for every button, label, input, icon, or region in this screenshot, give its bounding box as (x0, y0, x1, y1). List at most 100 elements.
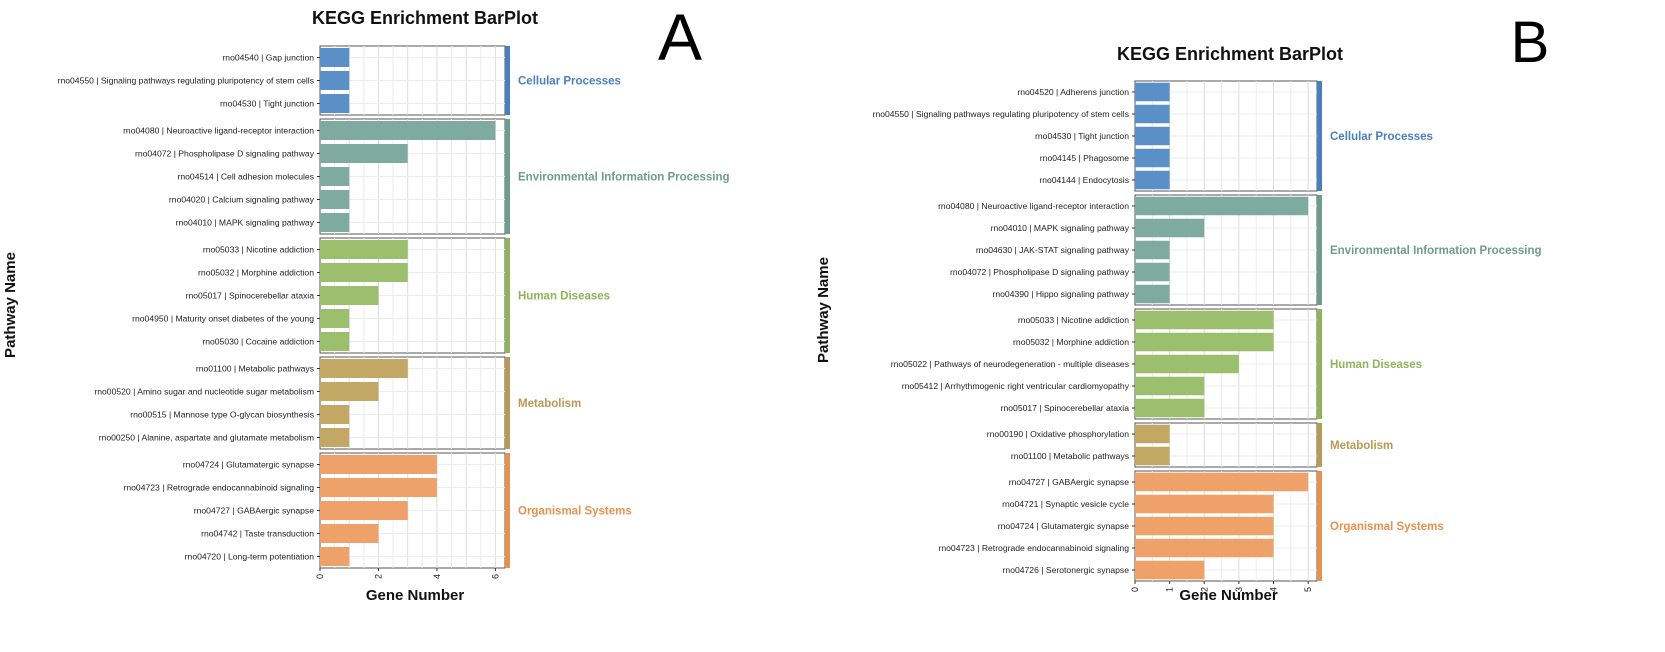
panel-a-category-label: rno04514 | Cell adhesion molecules (178, 172, 314, 182)
panel-a-category-label: rno01100 | Metabolic pathways (196, 364, 314, 374)
panel-b-bar (1135, 240, 1170, 260)
panel-b-xtick-label: 5 (1303, 587, 1313, 592)
panel-a-bar (320, 71, 350, 90)
panel-a-category-label: rno00520 | Amino sugar and nucleotide su… (94, 387, 314, 397)
panel-a-category-label: rno04727 | GABAergic synapse (194, 506, 314, 516)
panel-a-bar (320, 213, 350, 232)
panel-a-category-label: rno00515 | Mannose type O-glycan biosynt… (130, 410, 314, 420)
panel-b-bar (1135, 332, 1274, 352)
panel-a-xlabel: Gene Number (366, 587, 465, 604)
panel-b-bar (1135, 376, 1205, 396)
panel-b-title: KEGG Enrichment BarPlot (1117, 44, 1343, 64)
panel-a-category-label: rno04723 | Retrograde endocannabinoid si… (124, 483, 315, 493)
panel-b-category-label: rno04145 | Phagosome (1040, 153, 1129, 163)
panel-a-bar (320, 286, 379, 305)
panel-a-category-label: rno04724 | Glutamatergic synapse (183, 460, 314, 470)
panel-b-category-label: rno05032 | Morphine addiction (1013, 337, 1129, 347)
panel-a-xtick-label: 2 (373, 574, 383, 579)
panel-b-bar (1135, 148, 1170, 168)
panel-b-xtick-label: 3 (1234, 587, 1244, 592)
panel-b-xtick-label: 4 (1269, 587, 1279, 592)
panel-b-group-label: Environmental Information Processing (1330, 245, 1542, 257)
panel-b-category-label: rno01100 | Metabolic pathways (1011, 451, 1129, 461)
panel-a-group-label: Human Diseases (518, 291, 610, 303)
panel-a-bar (320, 240, 408, 259)
panel-b-category-label: rno04726 | Serotonergic synapse (1003, 565, 1130, 575)
panel-a-bar (320, 359, 408, 378)
panel-b-category-label: rno04630 | JAK-STAT signaling pathway (976, 245, 1130, 255)
panel-a-ylabel: Pathway Name (2, 252, 19, 358)
panel-b-category-label: rno05033 | Nicotine addiction (1018, 315, 1129, 325)
panel-b-xlabel: Gene Number (1179, 587, 1278, 604)
panel-b-group-label: Organismal Systems (1330, 521, 1444, 533)
panel-b-category-label: rno04550 | Signaling pathways regulating… (873, 109, 1129, 119)
panel-b-xtick-label: 2 (1199, 587, 1209, 592)
panel-a-category-label: rno04072 | Phospholipase D signaling pat… (135, 149, 315, 159)
panel-b-bar (1135, 494, 1274, 514)
panel-a-category-label: rno04530 | Tight junction (220, 99, 314, 109)
panel-b-bar (1135, 218, 1205, 238)
panel-a-bar (320, 501, 408, 520)
panel-a-category-label: rno04540 | Gap junction (222, 53, 314, 63)
panel-a-bar (320, 167, 350, 186)
panel-b-group-label: Metabolism (1330, 440, 1393, 452)
panel-b-xtick-label: 0 (1130, 587, 1140, 592)
panel-b-panel-label: B (1511, 10, 1550, 75)
panel-b-category-label: rno04390 | Hippo signaling pathway (993, 289, 1130, 299)
panel-a-group-strip (505, 357, 510, 449)
panel-b-group-strip (1317, 423, 1322, 467)
panel-a-bar (320, 405, 350, 424)
panel-b-bar (1135, 310, 1274, 330)
panel-b-bar (1135, 126, 1170, 146)
panel-a-category-label: rno05033 | Nicotine addiction (203, 245, 314, 255)
panel-a-xtick-label: 0 (315, 574, 325, 579)
panel-a-xtick-label: 4 (432, 574, 442, 579)
panel-a-group-label: Cellular Processes (518, 76, 621, 88)
panel-b-group-label: Cellular Processes (1330, 131, 1433, 143)
panel-a-group-strip (505, 453, 510, 568)
panel-a-group-strip (505, 238, 510, 353)
panel-a-category-label: rno04020 | Calcium signaling pathway (169, 195, 315, 205)
panel-a-category-label: rno04950 | Maturity onset diabetes of th… (132, 314, 314, 324)
panel-b-category-label: rno04080 | Neuroactive ligand-receptor i… (938, 201, 1129, 211)
panel-a-bar (320, 455, 437, 474)
panel-b-bar (1135, 104, 1170, 124)
panel-a-group-strip (505, 46, 510, 115)
panel-a-xtick-label: 6 (490, 574, 500, 579)
panel-a-category-label: rno04720 | Long-term potentiation (185, 552, 315, 562)
panel-b-category-label: rno04520 | Adherens junction (1017, 87, 1129, 97)
panel-a-category-label: rno04742 | Taste transduction (201, 529, 314, 539)
panel-a-title: KEGG Enrichment BarPlot (312, 8, 538, 28)
panel-a-bar (320, 547, 350, 566)
panel-a-bar (320, 263, 408, 282)
panel-b-bar (1135, 262, 1170, 282)
panel-b-group-strip (1317, 471, 1322, 581)
panel-b-bar (1135, 560, 1205, 580)
panel-a-category-label: rno04080 | Neuroactive ligand-receptor i… (123, 126, 314, 136)
panel-b-group-strip (1317, 81, 1322, 191)
panel-b-category-label: rno04530 | Tight junction (1035, 131, 1129, 141)
panel-b-category-label: rno04072 | Phospholipase D signaling pat… (950, 267, 1130, 277)
panel-a-category-label: rno05017 | Spinocerebellar ataxia (186, 291, 315, 301)
panel-a-bar (320, 190, 350, 209)
panel-b-group-strip (1317, 309, 1322, 419)
panel-b-category-label: rno04721 | Synaptic vesicle cycle (1002, 499, 1129, 509)
panel-b-group-strip (1317, 195, 1322, 305)
panel-b-category-label: rno00190 | Oxidative phosphorylation (987, 429, 1129, 439)
panel-b-category-label: rno04010 | MAPK signaling pathway (991, 223, 1130, 233)
panel-a-category-label: rno05030 | Cocaine addiction (202, 337, 314, 347)
panel-a-panel-label: A (658, 0, 702, 74)
panel-a-group-label: Metabolism (518, 398, 581, 410)
panel-b-bar (1135, 516, 1274, 536)
panel-a-bar (320, 524, 379, 543)
panel-b-bar (1135, 424, 1170, 444)
panel-a-category-label: rno04010 | MAPK signaling pathway (176, 218, 315, 228)
panel-b-bar (1135, 472, 1309, 492)
panel-b-category-label: rno05412 | Arrhythmogenic right ventricu… (902, 381, 1130, 391)
panel-b-category-label: rno04727 | GABAergic synapse (1009, 477, 1129, 487)
panel-b-category-label: rno05017 | Spinocerebellar ataxia (1001, 403, 1130, 413)
panel-b-bar (1135, 398, 1205, 418)
panel-a-bar (320, 428, 350, 447)
